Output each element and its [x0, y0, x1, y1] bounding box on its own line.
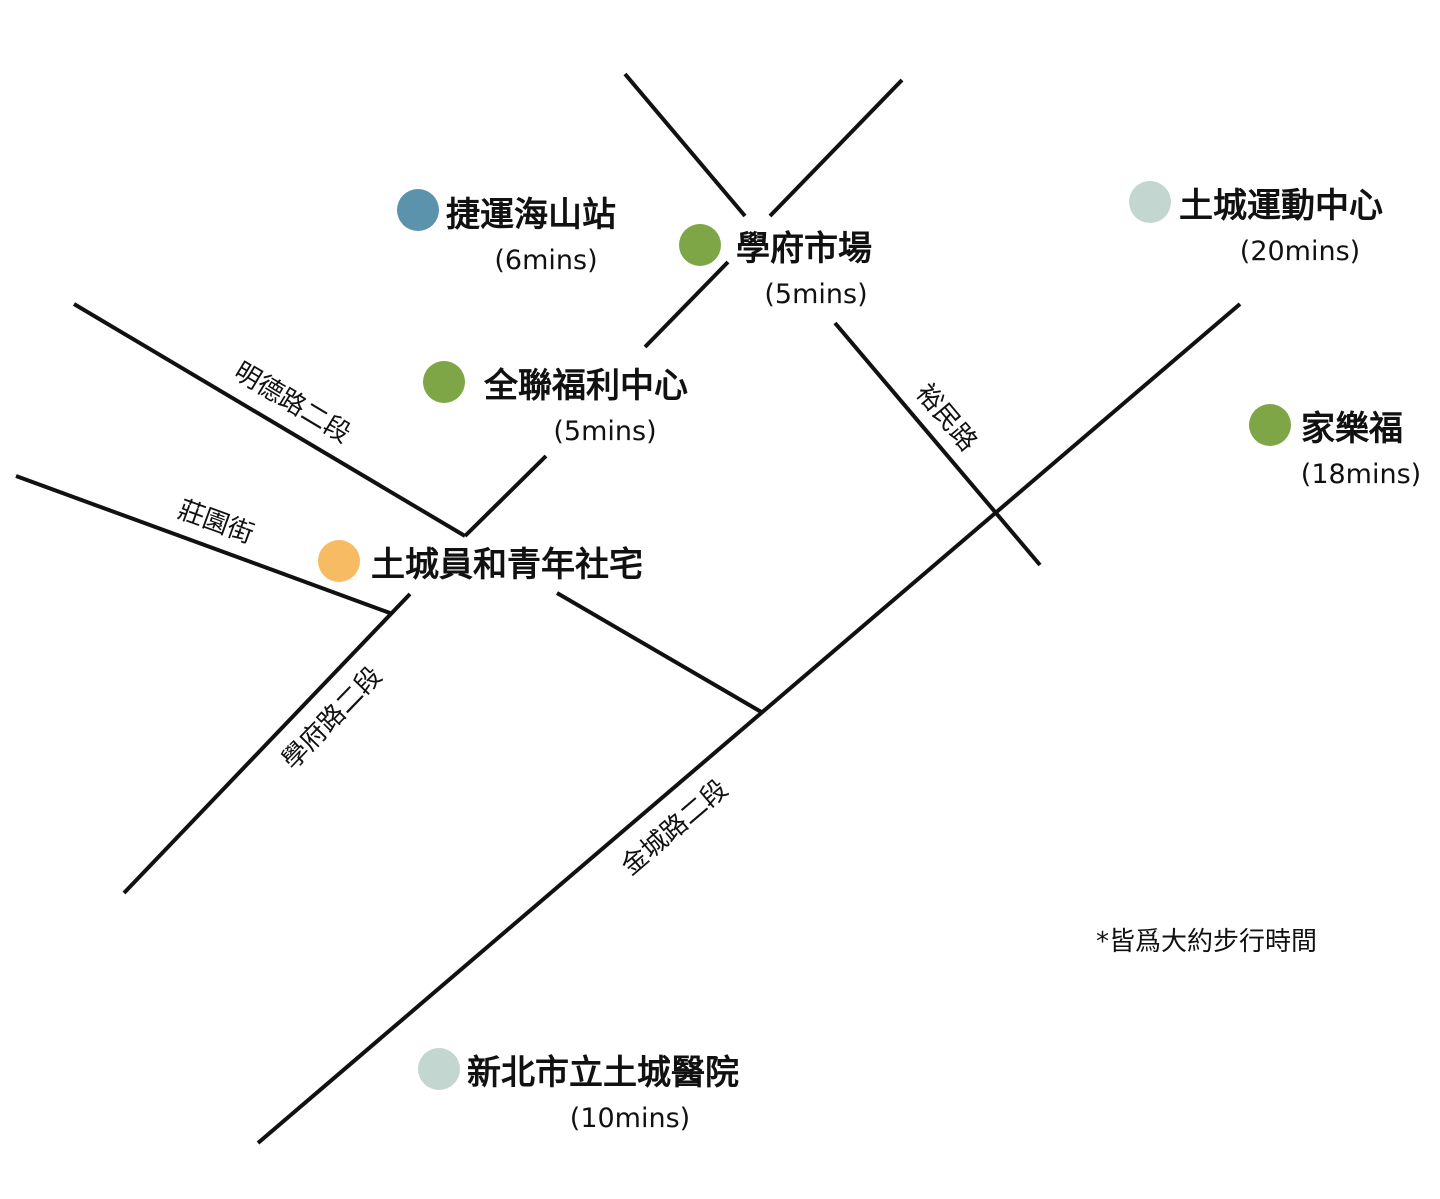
poi-name: 土城運動中心: [1179, 186, 1383, 226]
poi-name: 土城員和青年社宅: [371, 545, 643, 585]
poi-marker-icon: [418, 1048, 460, 1090]
poi-xuefu-market: 學府市場 (5mins): [679, 224, 872, 310]
road-segment: [463, 454, 548, 538]
poi-carrefour: 家樂福 (18mins): [1249, 404, 1421, 490]
poi-marker-icon: [679, 224, 721, 266]
road-yumin: [833, 321, 1042, 567]
poi-name: 全聯福利中心: [483, 366, 688, 406]
poi-marker-icon: [1249, 404, 1291, 446]
poi-name: 捷運海山站: [446, 195, 616, 235]
road-jincheng: [256, 302, 1242, 1145]
road-segment: [768, 78, 904, 218]
road-minde: [72, 302, 467, 538]
road-segment: [643, 260, 730, 349]
poi-time: (5mins): [553, 416, 656, 447]
road-zhuangyuan: [15, 474, 391, 615]
road-xuefu: [122, 592, 412, 895]
poi-time: (20mins): [1240, 236, 1360, 267]
poi-name: 學府市場: [736, 229, 872, 269]
poi-home: 土城員和青年社宅: [318, 540, 643, 585]
walking-time-note: *皆爲大約步行時間: [1096, 927, 1317, 957]
poi-sports-center: 土城運動中心 (20mins): [1129, 181, 1383, 267]
road-label-yumin: 裕民路: [910, 378, 983, 457]
poi-time: (18mins): [1301, 459, 1421, 490]
poi-name: 新北市立土城醫院: [467, 1053, 739, 1093]
poi-time: (6mins): [494, 245, 597, 276]
road-label-zhuangyuan: 莊園街: [174, 495, 258, 550]
poi-hospital: 新北市立土城醫院 (10mins): [418, 1048, 739, 1134]
road-segment: [623, 72, 747, 218]
poi-name: 家樂福: [1301, 409, 1403, 449]
poi-marker-icon: [318, 540, 360, 582]
road-label-jincheng: 金城路二段: [616, 774, 734, 881]
poi-pxmart: 全聯福利中心 (5mins): [423, 361, 688, 447]
poi-time: (10mins): [570, 1103, 690, 1134]
roads: [15, 72, 1242, 1145]
poi-time: (5mins): [764, 279, 867, 310]
poi-marker-icon: [423, 361, 465, 403]
poi-marker-icon: [397, 189, 439, 231]
poi-mrt: 捷運海山站 (6mins): [397, 189, 616, 276]
road-segment: [555, 591, 765, 715]
poi-marker-icon: [1129, 181, 1171, 223]
